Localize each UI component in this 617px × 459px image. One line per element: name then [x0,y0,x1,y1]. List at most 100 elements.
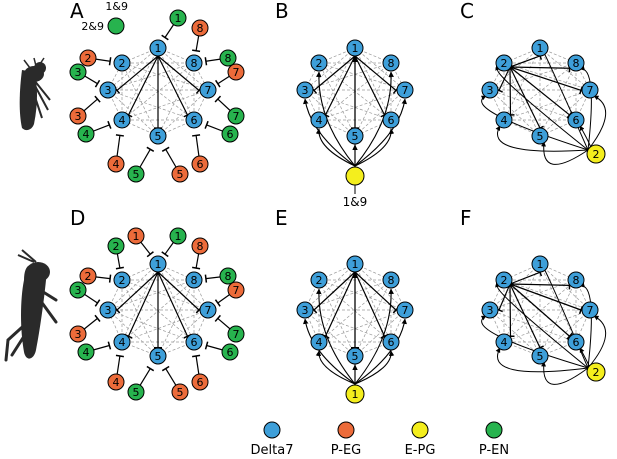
D-pen-2 [107,237,125,255]
D-peg-3 [69,325,87,343]
A-peg-2 [79,49,97,67]
A-pen-6-label: 6 [227,128,234,141]
E-delta7-7-label: 7 [402,304,409,317]
D-peg-5-label: 5 [177,386,184,399]
D-pen-3 [69,281,87,299]
F-epg [586,362,606,382]
D-pen-7-label: 7 [233,328,240,341]
A-peg-6 [191,155,209,173]
A-pen-3-label: 3 [75,66,82,79]
D-pen-3-label: 3 [75,284,82,297]
fruit-fly-silhouette [19,57,51,131]
A-pen-7-label: 7 [233,110,240,123]
A-pen-1 [169,9,187,27]
E-delta7-4-label: 4 [316,336,323,349]
B-delta7-2-label: 2 [316,57,323,70]
F-delta7-4-label: 4 [501,336,508,349]
D-peg-3-label: 3 [75,328,82,341]
B-delta7-2 [310,54,328,72]
A-delta7-6 [185,111,203,129]
A-pen-3 [69,63,87,81]
locust-silhouette [4,249,58,362]
E-delta7-1 [346,255,364,273]
C-delta7-5-label: 5 [537,130,544,143]
D-delta7-2-label: 2 [119,274,126,287]
panel-letter: A [70,0,84,23]
C-delta7-7-label: 7 [587,84,594,97]
C-delta7-2-label: 2 [501,57,508,70]
E-delta7-2-label: 2 [316,274,323,287]
D-pen-5-label: 5 [133,386,140,399]
panel-letter: C [460,0,474,23]
A-peg-5 [171,165,189,183]
A-delta7-2-label: 2 [119,57,126,70]
D-peg-8-label: 8 [197,240,204,253]
E-delta7-6-label: 6 [388,336,395,349]
D-pen-6 [221,343,239,361]
E-delta7-5 [346,347,364,365]
C-delta7-6 [567,111,585,129]
E-delta7-1-label: 1 [352,258,359,271]
D-peg-1 [127,227,145,245]
A-pen-7 [227,107,245,125]
C-epg-label: 2 [593,148,600,161]
D-delta7-5-label: 5 [155,350,162,363]
C-epg [586,144,606,164]
D-delta7-8-label: 8 [191,274,198,287]
A-pen-5-label: 5 [133,168,140,181]
D-peg-2 [79,267,97,285]
D-delta7-2 [113,271,131,289]
D-pen-4 [77,343,95,361]
A-delta7-7 [199,81,217,99]
panel-letter: B [275,0,289,23]
D-delta7-1-label: 1 [155,258,162,271]
E-delta7-7 [396,301,414,319]
D-pen-5 [127,383,145,401]
legend-label: P-EN [479,443,509,458]
D-delta7-8 [185,271,203,289]
C-delta7-1-label: 1 [537,42,544,55]
legend-swatch-delta7 [263,421,281,439]
F-delta7-4 [495,333,513,351]
B-delta7-6 [382,111,400,129]
D-delta7-6-label: 6 [191,336,198,349]
B-delta7-4-label: 4 [316,114,323,127]
C-delta7-4 [495,111,513,129]
D-pen-1 [169,227,187,245]
F-epg-label: 2 [593,366,600,379]
E-delta7-8 [382,271,400,289]
E-delta7-6 [382,333,400,351]
A-peg-7 [227,63,245,81]
F-delta7-8 [567,271,585,289]
A-peg-4 [107,155,125,173]
F-delta7-3 [481,301,499,319]
F-delta7-3-label: 3 [487,304,494,317]
epg-label: 1&9 [343,195,368,209]
C-delta7-4-label: 4 [501,114,508,127]
D-peg-8 [191,237,209,255]
C-delta7-5 [531,127,549,145]
B-delta7-7 [396,81,414,99]
A-peg-7-label: 7 [233,66,240,79]
B-delta7-3 [296,81,314,99]
A-peg-6-label: 6 [197,158,204,171]
C-delta7-8-label: 8 [573,57,580,70]
F-delta7-1-label: 1 [537,258,544,271]
D-pen-4-label: 4 [83,346,90,359]
B-delta7-3-label: 3 [302,84,309,97]
C-delta7-1 [531,39,549,57]
A-peg-2-label: 2 [85,52,92,65]
A-delta7-5-label: 5 [155,130,162,143]
D-peg-1-label: 1 [133,230,140,243]
A-delta7-8 [185,54,203,72]
E-epg [345,384,365,404]
A-delta7-1 [149,39,167,57]
F-delta7-8-label: 8 [573,274,580,287]
legend-swatch-p-en [485,421,503,439]
D-delta7-7 [199,301,217,319]
